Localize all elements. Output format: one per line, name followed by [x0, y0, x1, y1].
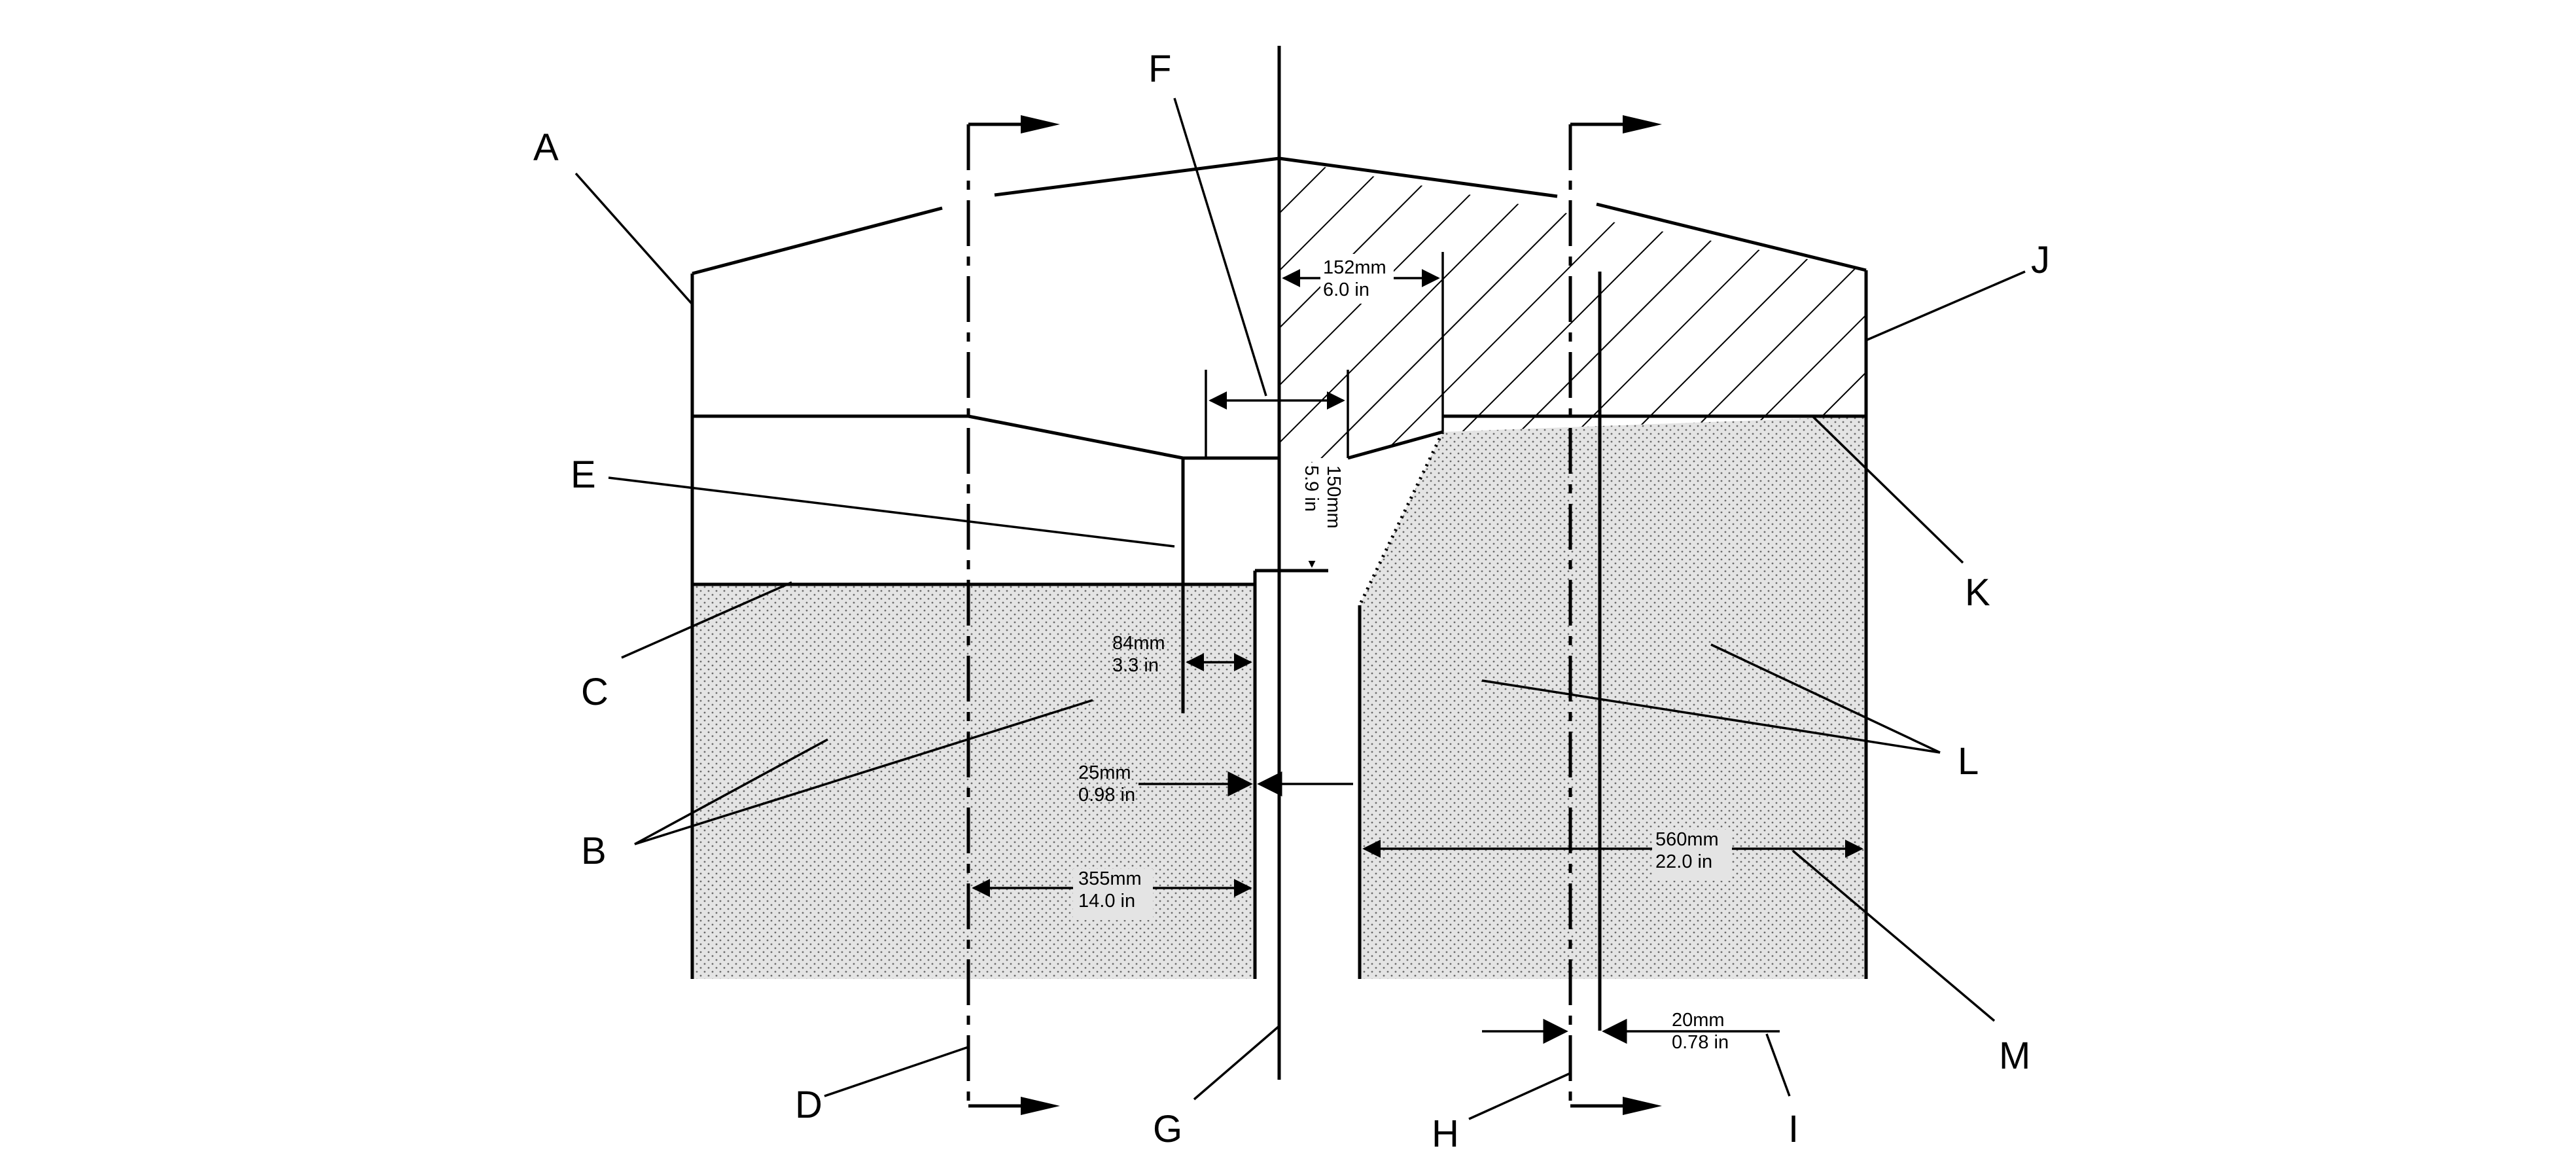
outline-lines — [690, 46, 1868, 1080]
dim-150-mm: 150mm — [1323, 465, 1344, 529]
section-line-left — [966, 115, 1060, 1115]
hatched-region — [1279, 158, 1866, 458]
callout-k: K — [1965, 571, 1990, 614]
dim-560-in: 22.0 in — [1655, 851, 1712, 872]
dimension-labels: 152mm 6.0 in 150mm 5.9 in 84mm 3.3 in 25… — [1073, 254, 1732, 1053]
dim-84-in: 3.3 in — [1112, 655, 1159, 676]
dim-20-in: 0.78 in — [1672, 1032, 1729, 1053]
callout-a: A — [533, 126, 559, 169]
leader-lines — [574, 98, 2026, 1120]
dimension-arrows — [972, 269, 1863, 1044]
dim-355-mm: 355mm — [1078, 868, 1142, 889]
section-line-right — [1568, 115, 1662, 1115]
dim-152-in: 6.0 in — [1323, 279, 1369, 300]
dim-152-mm: 152mm — [1323, 257, 1386, 278]
callout-c: C — [581, 671, 609, 713]
callout-labels: A B C D E F G H I J K L M — [533, 48, 2050, 1155]
dim-25-in: 0.98 in — [1078, 785, 1135, 806]
dim-355-in: 14.0 in — [1078, 891, 1135, 912]
callout-l: L — [1958, 740, 1979, 783]
callout-i: I — [1788, 1108, 1799, 1150]
callout-g: G — [1153, 1108, 1182, 1150]
left-fill-region — [692, 584, 1255, 979]
dim-20-mm: 20mm — [1672, 1010, 1725, 1031]
dim-25-mm: 25mm — [1078, 762, 1131, 783]
callout-j: J — [2031, 239, 2050, 281]
right-fill-region — [1360, 416, 1866, 979]
callout-f: F — [1148, 48, 1171, 90]
callout-b: B — [581, 830, 607, 872]
callout-m: M — [1999, 1035, 2030, 1077]
callout-d: D — [795, 1084, 822, 1126]
dim-150-in: 5.9 in — [1301, 465, 1322, 512]
dim-560-mm: 560mm — [1655, 829, 1719, 850]
dim-84-mm: 84mm — [1112, 633, 1165, 654]
callout-h: H — [1432, 1112, 1459, 1155]
callout-e: E — [571, 453, 596, 496]
